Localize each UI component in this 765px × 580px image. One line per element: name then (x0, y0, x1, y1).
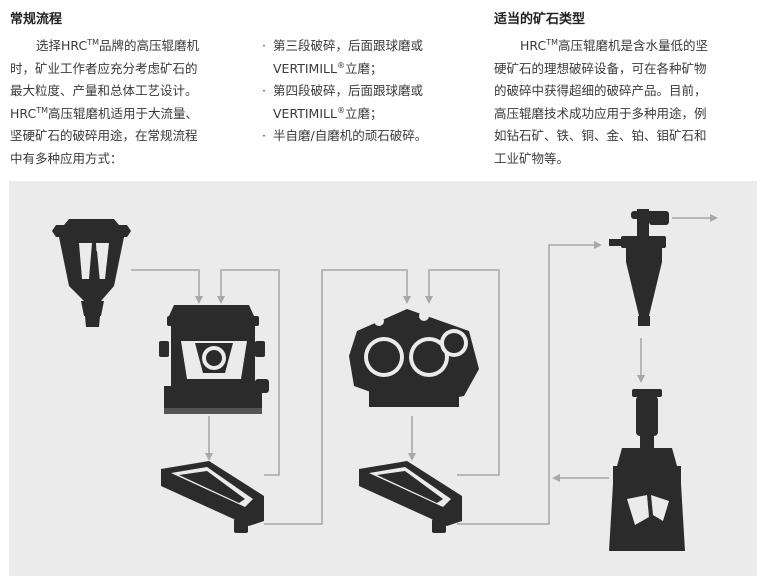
cone-crusher-icon (52, 219, 131, 327)
hydrocyclone-icon (609, 209, 669, 326)
vertimill-icon (609, 389, 685, 551)
left-paragraph: 选择HRCTM品牌的高压辊磨机 时，矿业工作者应充分考虑矿石的 最大粒度、产量和… (10, 37, 200, 166)
roller-press-icon (349, 309, 479, 407)
flow-lines (131, 214, 718, 525)
left-heading: 常规流程 (10, 12, 63, 27)
vibrating-screen-icon (359, 461, 462, 533)
right-heading: 适当的矿石类型 (494, 12, 586, 27)
right-paragraph: HRCTM高压辊磨机是含水量低的坚 硬矿石的理想破碎设备，可在各种矿物 的破碎中… (494, 37, 709, 166)
application-bullets: ·第三段破碎，后面跟球磨或 VERTIMILL®立磨； ·第四段破碎，后面跟球磨… (262, 38, 428, 143)
flowsheet-diagram (9, 181, 757, 576)
vibrating-screen-icon (161, 461, 264, 533)
hrc-high-pressure-grinding-roll-icon (159, 305, 269, 414)
flowsheet-svg (52, 209, 718, 551)
